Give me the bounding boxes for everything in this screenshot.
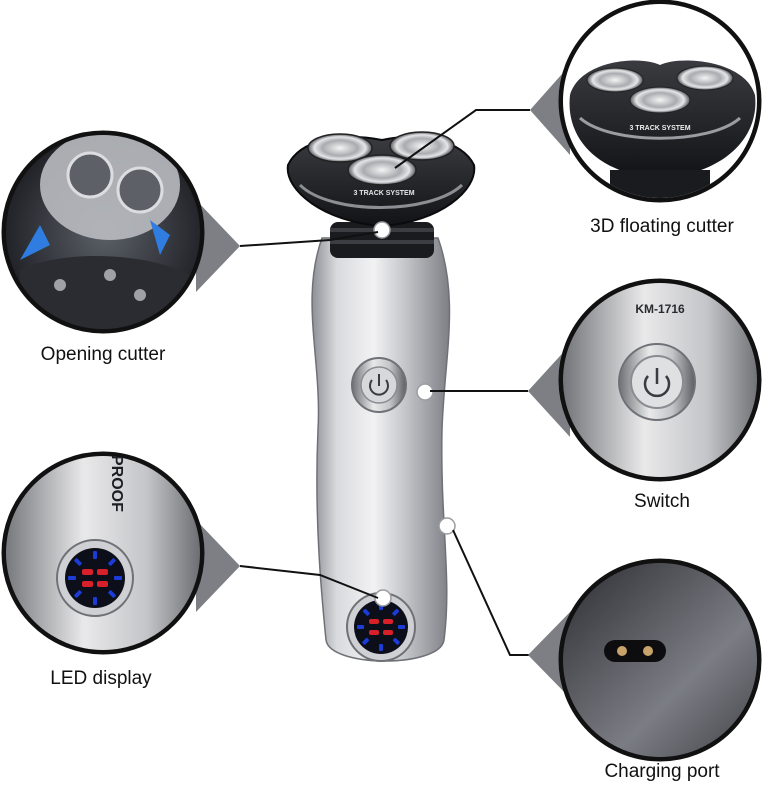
arrow-icon [150,220,170,255]
shaver-product: 3 TRACK SYSTEM [286,131,476,662]
cutter-center [347,154,417,186]
power-icon [643,368,671,398]
label-opening-cutter: Opening cutter [41,344,166,365]
callout-charging-port [528,558,762,762]
body-led-display [346,592,416,662]
power-icon [369,374,389,396]
anchor-dot-head [373,221,391,239]
shaver-body [311,237,451,662]
floating-cutter-head-text: 3 TRACK SYSTEM [629,125,690,132]
callout-switch: KM-1716 [528,278,762,482]
body-text-proof: PROOF [108,455,125,512]
label-led-display: LED display [50,668,152,689]
charging-port-connector [604,640,666,662]
arrow-icon [20,225,50,260]
head-brand-text: 3 TRACK SYSTEM [353,190,414,197]
callout-floating-cutter: 3 TRACK SYSTEM [530,0,762,203]
callout-opening-cutter [1,130,240,334]
label-floating-cutter: 3D floating cutter [590,216,734,237]
cutter-left [307,133,373,163]
label-switch: Switch [634,491,690,512]
anchor-dot-led [374,589,392,607]
model-text: KM-1716 [635,302,685,316]
callout-led-display: PROOF [1,451,240,655]
anchor-dot-port [438,517,456,535]
cutter-right [389,131,455,161]
connector-lines [239,109,530,656]
label-charging-port: Charging port [604,761,720,782]
